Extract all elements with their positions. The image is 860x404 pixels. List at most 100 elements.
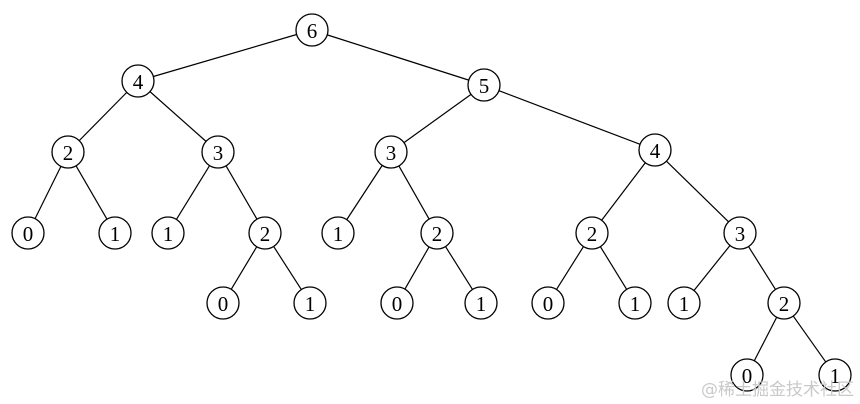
tree-node-label: 1 <box>305 292 316 316</box>
tree-node-label: 2 <box>63 141 74 165</box>
tree-edge <box>273 246 302 290</box>
watermark-label: @稀土掘金技术社区 <box>701 380 854 400</box>
tree-node-circle <box>464 286 498 320</box>
tree-node-label: 2 <box>587 222 598 246</box>
tree-node-label: 2 <box>779 292 790 316</box>
tree-node-circle <box>295 13 329 47</box>
tree-node-label: 2 <box>260 222 271 246</box>
tree-node-label: 1 <box>830 364 841 388</box>
tree-node: 1 <box>98 216 132 250</box>
tree-node: 1 <box>667 286 701 320</box>
tree-node-label: 1 <box>110 222 121 246</box>
tree-node-circle <box>667 286 701 320</box>
tree-node-circle <box>206 286 240 320</box>
tree-node: 1 <box>293 286 327 320</box>
tree-edge <box>403 93 472 144</box>
tree-edge <box>346 165 383 220</box>
tree-node-circle <box>151 216 185 250</box>
tree-edge <box>225 165 258 220</box>
tree-node-label: 4 <box>133 70 144 94</box>
tree-node-label: 1 <box>630 292 641 316</box>
tree-node: 1 <box>618 286 652 320</box>
tree-node: 3 <box>723 216 757 250</box>
tree-node: 1 <box>464 286 498 320</box>
tree-edge <box>693 245 731 291</box>
tree-edge <box>556 246 584 290</box>
tree-edge <box>34 166 62 219</box>
tree-edge <box>498 90 641 145</box>
tree-node-circle <box>51 135 85 169</box>
tree-node-circle <box>531 286 565 320</box>
tree-node-label: 0 <box>218 292 229 316</box>
tree-edge <box>599 246 628 290</box>
tree-node-label: 1 <box>333 222 344 246</box>
tree-node-label: 0 <box>742 364 753 388</box>
tree-node: 5 <box>467 68 501 102</box>
tree-node-circle <box>575 216 609 250</box>
tree-node: 3 <box>201 135 235 169</box>
tree-node: 1 <box>151 216 185 250</box>
tree-node: 0 <box>730 358 764 392</box>
tree-node-label: 3 <box>735 222 746 246</box>
tree-node-circle <box>201 135 235 169</box>
tree-edge <box>445 246 473 290</box>
tree-node-label: 1 <box>476 292 487 316</box>
tree-node: 2 <box>248 216 282 250</box>
tree-node-circle <box>380 286 414 320</box>
tree-node-circle <box>730 358 764 392</box>
tree-node-circle <box>818 358 852 392</box>
tree-node: 2 <box>51 135 85 169</box>
tree-node-label: 1 <box>163 222 174 246</box>
tree-node-circle <box>638 133 672 167</box>
tree-node: 4 <box>638 133 672 167</box>
tree-node-label: 3 <box>386 141 397 165</box>
tree-node-circle <box>98 216 132 250</box>
tree-nodes: 6 4 5 2 3 3 4 0 1 1 2 1 2 2 3 0 1 0 1 0 1 1 2 0 1 <box>11 13 852 392</box>
tree-node: 0 <box>11 216 45 250</box>
tree-node-circle <box>467 68 501 102</box>
tree-edge <box>75 165 108 220</box>
tree-node: 3 <box>374 135 408 169</box>
tree-node-label: 0 <box>392 292 403 316</box>
tree-edge <box>666 160 729 223</box>
tree-edge <box>327 34 469 81</box>
tree-edge <box>398 165 430 220</box>
tree-node-label: 4 <box>650 139 661 163</box>
tree-edge <box>153 33 297 78</box>
tree-node-circle <box>618 286 652 320</box>
tree-edges <box>34 33 827 363</box>
tree-edge <box>753 316 778 362</box>
tree-node-circle <box>121 64 155 98</box>
tree-node-label: 3 <box>213 141 224 165</box>
tree-node: 2 <box>575 216 609 250</box>
tree-edge <box>78 91 128 142</box>
tree-node-circle <box>374 135 408 169</box>
tree-node-circle <box>767 286 801 320</box>
tree-edge <box>230 246 258 290</box>
tree-node: 2 <box>767 286 801 320</box>
tree-node-circle <box>723 216 757 250</box>
tree-node-circle <box>321 216 355 250</box>
tree-edge <box>149 91 207 142</box>
tree-node-label: 0 <box>23 222 34 246</box>
tree-edge <box>792 315 827 363</box>
tree-edge <box>748 246 776 290</box>
tree-node: 2 <box>420 216 454 250</box>
tree-node-circle <box>11 216 45 250</box>
tree-node-label: 0 <box>543 292 554 316</box>
tree-node-circle <box>420 216 454 250</box>
tree-node: 0 <box>206 286 240 320</box>
tree-node: 1 <box>321 216 355 250</box>
tree-node-label: 5 <box>479 74 490 98</box>
tree-node-label: 1 <box>679 292 690 316</box>
tree-node: 1 <box>818 358 852 392</box>
tree-edge <box>175 165 211 220</box>
tree-node: 4 <box>121 64 155 98</box>
tree-node-label: 6 <box>307 19 318 43</box>
tree-node-circle <box>293 286 327 320</box>
tree-node: 0 <box>380 286 414 320</box>
tree-edge <box>601 162 646 221</box>
tree-edge <box>404 246 430 290</box>
tree-node: 0 <box>531 286 565 320</box>
